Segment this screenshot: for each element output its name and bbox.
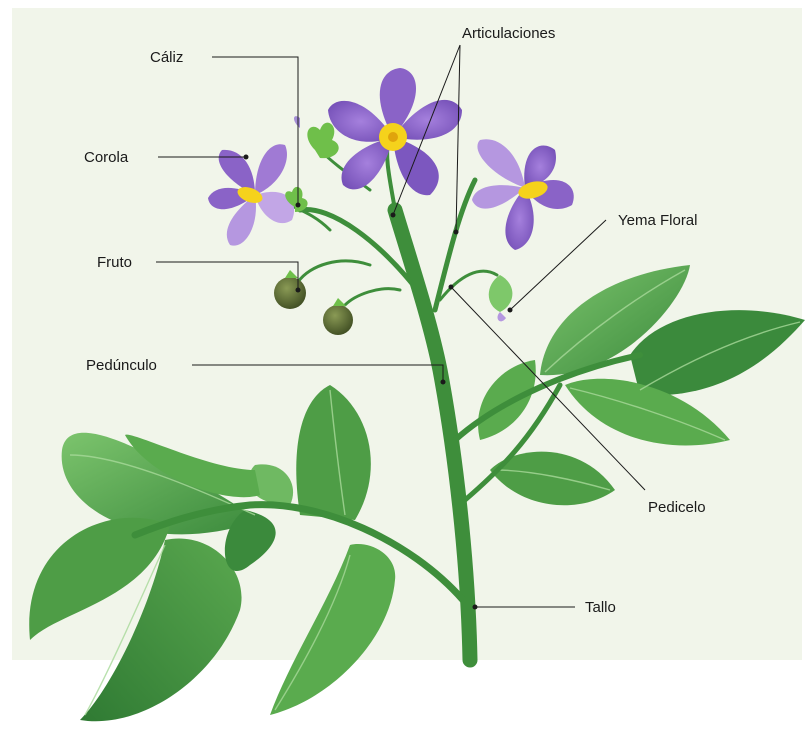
label-caliz: Cáliz [150,49,183,66]
label-tallo: Tallo [585,599,616,616]
label-corola: Corola [84,149,129,166]
label-pedunculo: Pedúnculo [86,357,157,374]
fruit-1 [274,277,306,309]
label-fruto: Fruto [97,254,132,271]
label-pedicelo: Pedicelo [648,499,706,516]
label-yema-floral: Yema Floral [618,212,697,229]
fruit-2 [323,305,353,335]
label-articulaciones: Articulaciones [462,25,555,42]
